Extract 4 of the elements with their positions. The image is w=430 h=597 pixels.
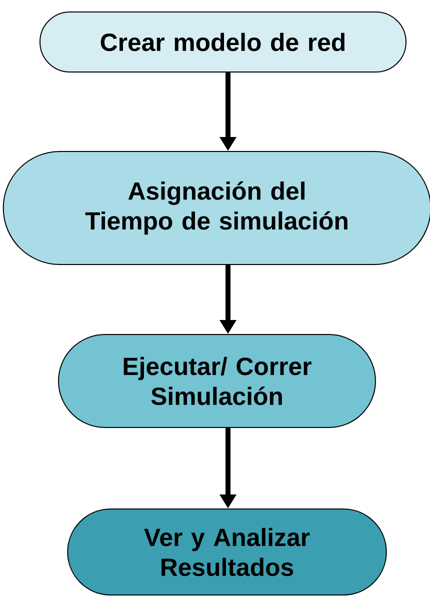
process-box: Ver y Analizar Resultados: [67, 508, 387, 596]
process-box: Ejecutar/ Correr Simulación: [58, 334, 376, 428]
process-box: Asignación del Tiempo de simulación: [2, 151, 430, 265]
process-box: Crear modelo de red: [40, 12, 406, 72]
